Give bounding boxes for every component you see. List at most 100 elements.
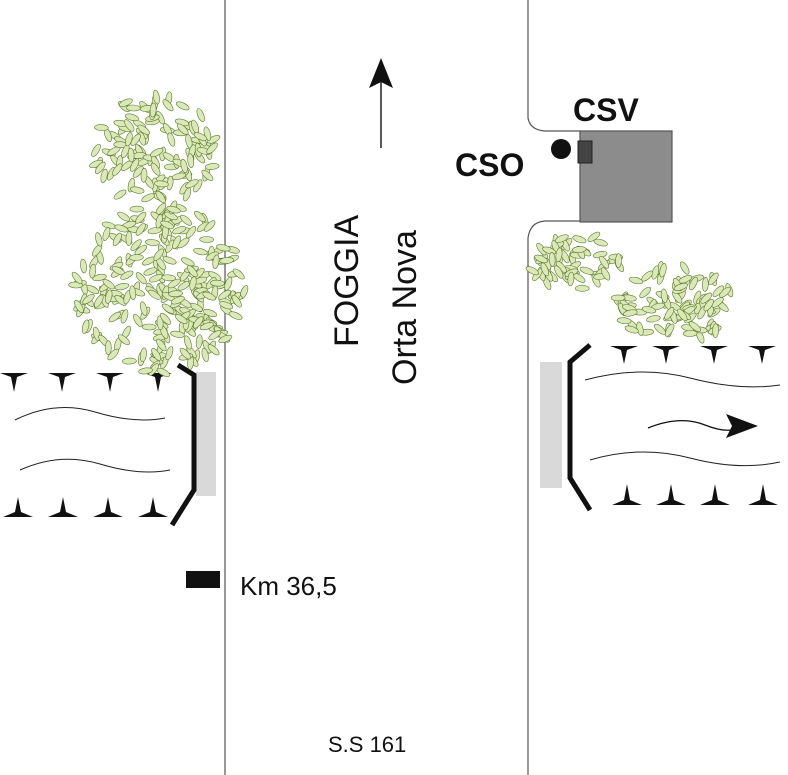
leaf (201, 347, 209, 363)
leaf (218, 334, 233, 344)
leaf (145, 239, 160, 246)
leaf (129, 205, 145, 213)
leaf (540, 262, 549, 277)
km-marker-label: Km 36,5 (240, 571, 337, 601)
leaf (192, 316, 204, 329)
water-line (14, 407, 166, 421)
leaf (180, 214, 192, 226)
leaf (574, 285, 590, 292)
leaf (224, 276, 233, 291)
leaf (141, 323, 157, 331)
leaf (623, 309, 638, 317)
leaf (127, 147, 135, 163)
rectangle-marker-icon (186, 571, 220, 588)
leaf (129, 254, 144, 261)
leaf (208, 330, 222, 341)
leaf (679, 261, 690, 275)
leaf (94, 124, 109, 131)
leaf (112, 232, 122, 247)
leaf (708, 272, 719, 285)
arrow-up-icon (369, 58, 393, 148)
leaf (616, 317, 632, 325)
leaf (117, 211, 131, 222)
leaf (172, 226, 187, 235)
leaf (700, 292, 713, 304)
leaf (572, 235, 587, 244)
leaf (100, 168, 108, 184)
leaf (571, 246, 587, 253)
leaf (682, 330, 698, 337)
leaf (94, 294, 104, 308)
leaf (701, 277, 709, 292)
leaf (113, 189, 127, 200)
water-line (19, 458, 171, 473)
leaf (688, 321, 701, 332)
leaf (119, 98, 133, 107)
leaf (193, 132, 208, 141)
leaf (659, 263, 667, 278)
leaf (548, 252, 556, 267)
leaf (117, 334, 130, 346)
leaf (579, 266, 594, 275)
leaf (203, 309, 217, 317)
leaf (161, 303, 175, 314)
label-cso: CSO (455, 147, 524, 183)
leaf (162, 256, 177, 265)
leaf (125, 231, 133, 246)
leaf (228, 311, 243, 320)
leaf (133, 313, 143, 327)
leaf (130, 186, 145, 194)
leaf (660, 288, 668, 304)
leaf (219, 301, 234, 310)
leaf (112, 163, 123, 176)
leaf (153, 248, 164, 261)
leaf (166, 205, 181, 214)
leaf (555, 247, 563, 263)
leaf (525, 266, 540, 276)
leaf (137, 124, 150, 135)
leaf (138, 367, 153, 375)
leaf (177, 237, 190, 249)
leaf (664, 323, 675, 337)
leaf (170, 330, 185, 338)
leaf (185, 179, 199, 189)
leaf (199, 236, 214, 243)
leaf (639, 286, 652, 298)
bank-symbols-top-right (610, 346, 776, 364)
road-name: S.S 161 (328, 732, 406, 757)
building (579, 130, 673, 223)
label-csv: CSV (573, 92, 639, 128)
leaf (177, 123, 189, 135)
leaf (641, 306, 657, 314)
leaf (160, 220, 175, 230)
leaf (196, 108, 205, 122)
leaf (189, 276, 197, 291)
retaining-wall-right (567, 343, 593, 512)
leaf (120, 309, 129, 324)
water-line (589, 451, 781, 467)
leaf (82, 293, 95, 305)
leaf (554, 234, 569, 243)
leaf (114, 283, 130, 291)
leaf (124, 113, 139, 122)
leaf (114, 224, 129, 233)
leaf (201, 169, 214, 181)
leaf (140, 168, 148, 183)
leaf (712, 323, 719, 338)
leaf (199, 322, 214, 331)
leaf (183, 187, 192, 202)
leaf (677, 308, 688, 322)
leaf (167, 132, 176, 147)
leaf (212, 254, 220, 269)
leaf (624, 325, 639, 334)
leaf (150, 162, 161, 176)
building-door (577, 140, 593, 164)
leaf (135, 223, 146, 236)
leaf (567, 271, 575, 287)
leaf (181, 257, 195, 267)
leaf (673, 283, 688, 291)
leaf (102, 226, 111, 242)
leaf (130, 133, 141, 146)
leaf (204, 220, 216, 232)
